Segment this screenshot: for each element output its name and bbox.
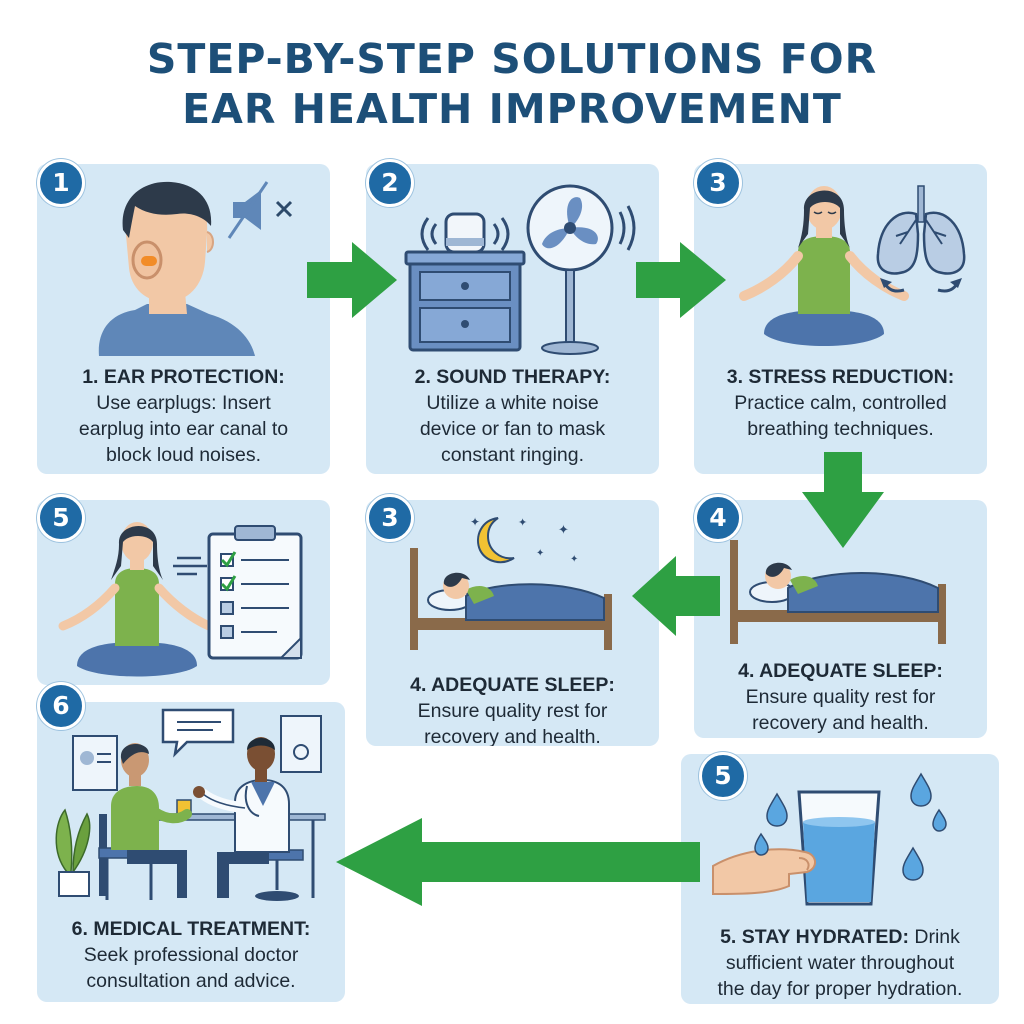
card-line: block loud noises. [105,444,261,466]
step-number-badge: 1 [37,159,85,207]
step-number-badge: 3 [366,494,414,542]
card-line: device or fan to mask [419,418,606,440]
card-heading: 3. STRESS REDUCTION: [726,366,955,388]
step-card-adequate-sleep-right: 4. ADEQUATE SLEEP: Ensure quality rest f… [694,500,987,738]
meditation-icon [739,186,909,346]
svg-text:✦: ✦ [536,548,544,559]
step-card-sound-therapy: 2. SOUND THERAPY: Utilize a white noise … [366,164,659,474]
water-drop-icon [754,772,947,881]
card-text: 2. SOUND THERAPY: Utilize a white noise … [366,364,659,468]
card-line: Seek professional doctor [83,944,299,966]
checklist-icon [207,525,303,660]
title-line-1: STEP-BY-STEP SOLUTIONS FOR [146,35,878,83]
step-card-ear-protection: 1. EAR PROTECTION: Use earplugs: Insert … [37,164,330,474]
arrow-left-icon [336,818,700,906]
card-line: the day for proper hydration. [717,978,963,1000]
step-card-medical-treatment: 6. MEDICAL TREATMENT: Seek professional … [37,702,345,1002]
stress-reduction-illustration [739,185,966,346]
card-text: 6. MEDICAL TREATMENT: Seek professional … [37,916,345,994]
card-text: 1. EAR PROTECTION: Use earplugs: Insert … [37,364,330,468]
sound-therapy-illustration [404,184,636,355]
card-line: consultation and advice. [86,970,296,992]
bed-icon [730,540,946,644]
card-line: Practice calm, controlled [734,392,947,414]
step-card-breathing-checklist [37,500,330,685]
svg-text:✦: ✦ [470,515,480,529]
card-heading: 1. EAR PROTECTION: [82,366,285,388]
sleep-illustration: ✦ ✦ ✦ ✦ ✦ [410,515,612,650]
page-title: STEP-BY-STEP SOLUTIONS FOR EAR HEALTH IM… [0,34,1024,134]
sleep-illustration [730,540,946,644]
step-number-badge: 3 [694,159,742,207]
svg-text:✦: ✦ [558,523,569,538]
card-text: 4. ADEQUATE SLEEP: Ensure quality rest f… [694,658,987,736]
step-number-badge: 6 [37,682,85,730]
card-heading: 6. MEDICAL TREATMENT: [71,918,311,940]
card-line: Ensure quality rest for [417,700,608,722]
step-card-stress-reduction: 3. STRESS REDUCTION: Practice calm, cont… [694,164,987,474]
title-line-2: EAR HEALTH IMPROVEMENT [182,85,842,133]
fan-icon [526,184,636,355]
step-number-badge: 5 [699,752,747,800]
card-line: recovery and health. [752,712,929,734]
card-heading: 2. SOUND THERAPY: [414,366,611,388]
card-text: 4. ADEQUATE SLEEP: Ensure quality rest f… [366,672,659,746]
hydration-illustration [712,772,947,906]
doctor-consultation-icon [55,708,326,901]
card-heading: 4. ADEQUATE SLEEP: [738,660,943,682]
step-number-badge: 4 [694,494,742,542]
card-heading: 4. ADEQUATE SLEEP: [410,674,615,696]
lungs-icon [876,185,966,293]
card-line: Use earplugs: Insert [96,392,271,414]
meditation-icon [58,522,214,677]
card-line: earplug into ear canal to [78,418,289,440]
step-number-badge: 5 [37,494,85,542]
svg-text:✦: ✦ [518,516,527,529]
moon-stars-icon: ✦ ✦ ✦ ✦ ✦ [470,515,578,565]
card-line: recovery and health. [424,726,601,746]
card-line: Utilize a white noise [426,392,599,414]
ear-plug-icon [98,181,293,356]
card-text: 5. STAY HYDRATED: Drink sufficient water… [681,924,999,1002]
step-card-adequate-sleep-center: ✦ ✦ ✦ ✦ ✦ 4. ADEQUATE SLEEP: Ensure qual… [366,500,659,746]
card-line: constant ringing. [440,444,585,466]
card-heading: 5. STAY HYDRATED: [720,926,909,948]
water-glass-icon [797,790,881,906]
meditation-checklist-illustration [58,522,303,677]
card-heading-tail: Drink [908,926,960,948]
card-text: 3. STRESS REDUCTION: Practice calm, cont… [694,364,987,442]
mute-icon [227,181,293,239]
bed-icon [410,548,612,650]
card-line: Ensure quality rest for [745,686,936,708]
card-line: breathing techniques. [747,418,934,440]
card-line: sufficient water throughout [725,952,955,974]
white-noise-device-icon [404,212,526,352]
svg-text:✦: ✦ [570,554,578,565]
step-number-badge: 2 [366,159,414,207]
